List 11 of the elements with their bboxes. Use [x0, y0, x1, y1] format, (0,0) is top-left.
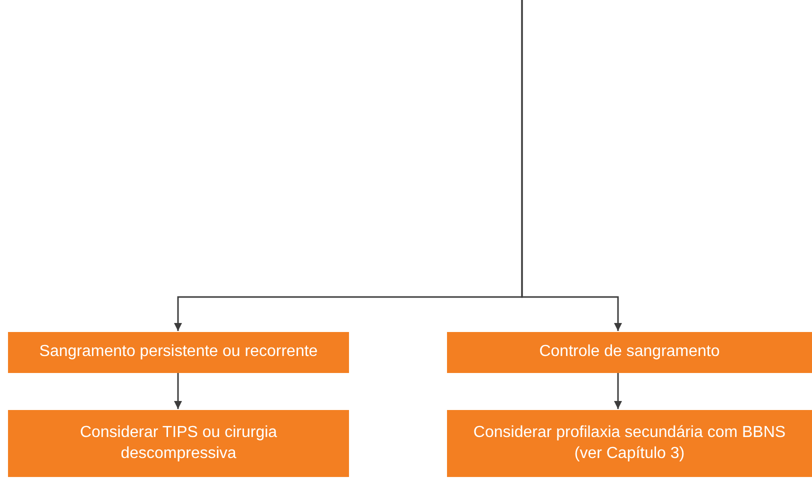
- process-box: [8, 410, 349, 477]
- box-label: Considerar TIPS ou cirurgia descompressiva: [78, 422, 278, 464]
- arrow: [174, 373, 182, 409]
- box-label: Sangramento persistente ou recorrente: [39, 342, 318, 362]
- arrow: [614, 373, 622, 409]
- box-label: Considerar profilaxia secundária com BBNS (ver Capítulo 3): [472, 422, 787, 464]
- box-label: Controle de sangramento: [539, 342, 720, 362]
- process-box: [447, 410, 812, 477]
- process-box: [8, 332, 349, 373]
- process-box: [447, 332, 812, 373]
- arrow: [521, 0, 622, 331]
